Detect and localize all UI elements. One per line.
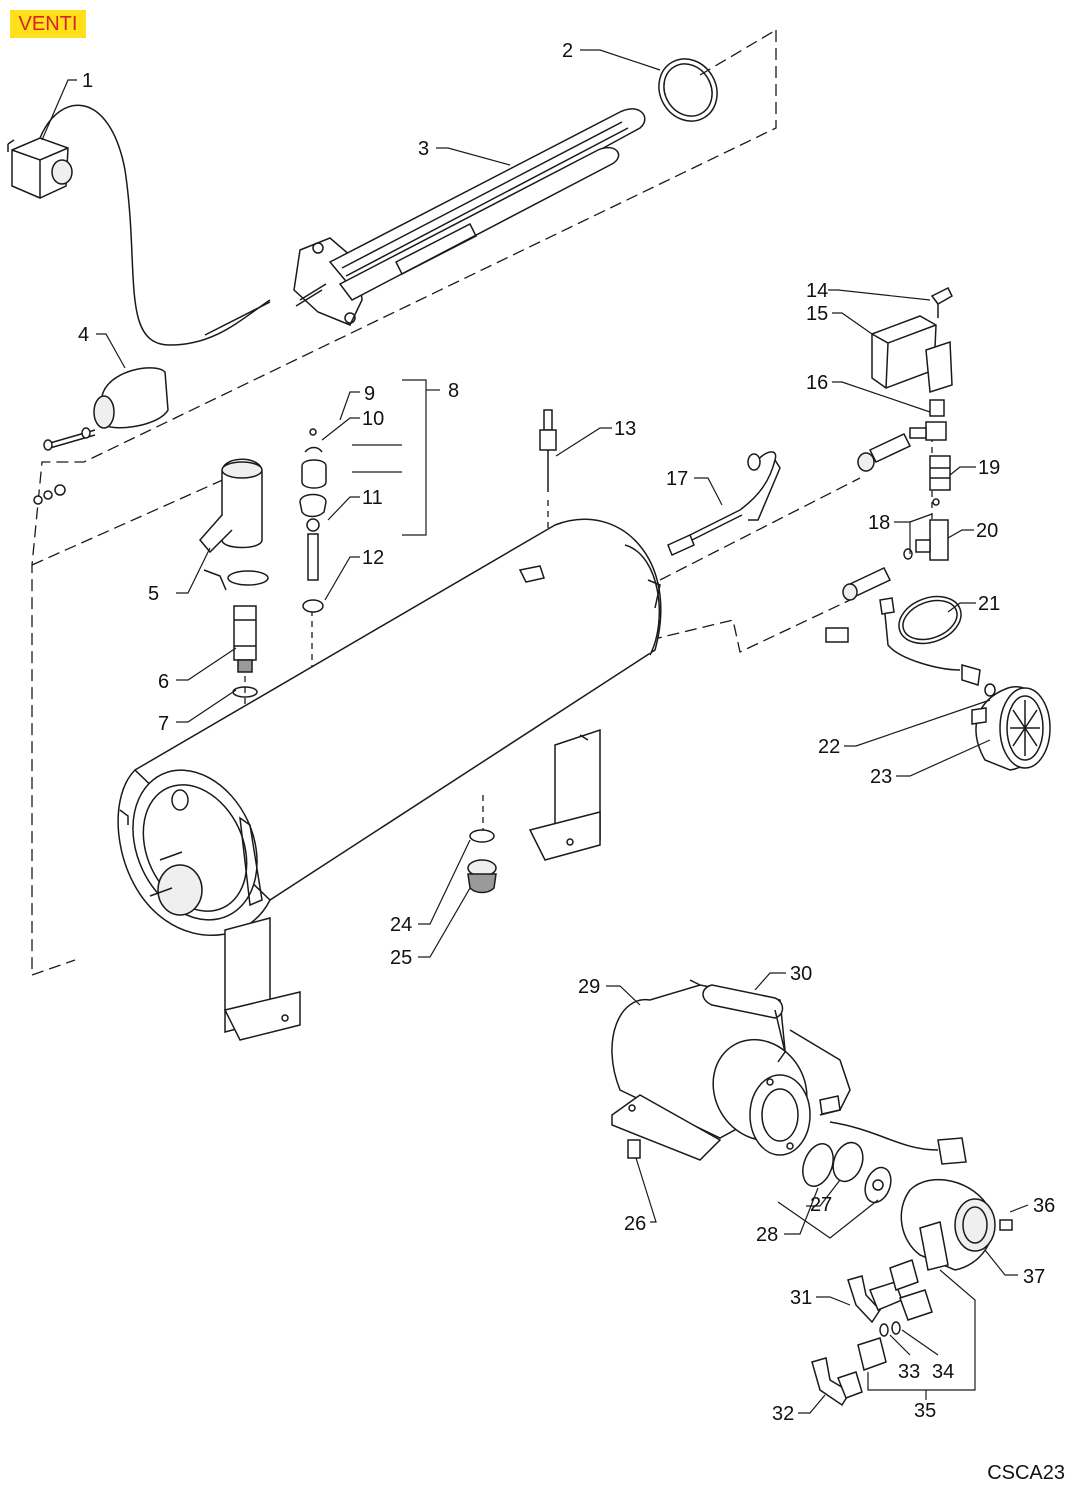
parts-16-20-fittings [842, 421, 951, 601]
parts-36-37-pump-head [900, 1178, 1013, 1271]
callout-10: 10 [362, 408, 384, 430]
part-17-temperature-probe [667, 451, 781, 557]
callout-25: 25 [390, 947, 412, 969]
parts-29-30-pump-motor [611, 979, 967, 1165]
callout-7: 7 [158, 713, 169, 735]
callout-11: 11 [362, 487, 383, 509]
callout-18: 18 [868, 512, 890, 534]
callout-24: 24 [390, 914, 412, 936]
callout-34: 34 [932, 1361, 954, 1383]
parts-31-35-fittings [811, 1259, 933, 1407]
callout-28: 28 [756, 1224, 778, 1246]
callout-3: 3 [418, 138, 429, 160]
callout-1: 1 [82, 70, 93, 92]
part-2-element-gasket [658, 58, 718, 122]
callout-2: 2 [562, 40, 573, 62]
callout-13: 13 [614, 418, 636, 440]
callout-37: 37 [1023, 1266, 1045, 1288]
callout-23: 23 [870, 766, 892, 788]
callout-15: 15 [806, 303, 828, 325]
callout-14: 14 [806, 280, 828, 302]
drawing-code: CSCA23 [987, 1462, 1065, 1484]
callout-5: 5 [148, 583, 159, 605]
part-3-heating-element [293, 108, 646, 326]
callout-8: 8 [448, 380, 459, 402]
callout-6: 6 [158, 671, 169, 693]
parts-14-15-solenoid-valve [871, 286, 953, 417]
callout-27: 27 [810, 1194, 832, 1216]
leader-lines [41, 49, 1029, 1414]
callout-31: 31 [790, 1287, 812, 1309]
part-4-element-cover [33, 367, 169, 505]
brand-badge: VENTI [10, 10, 86, 38]
callout-16: 16 [806, 372, 828, 394]
callout-22: 22 [818, 736, 840, 758]
callout-17: 17 [666, 468, 688, 490]
callout-numbers: 1 2 3 4 5 6 7 8 9 10 11 12 13 14 15 16 1… [78, 40, 1055, 1425]
callout-30: 30 [790, 963, 812, 985]
callout-26: 26 [624, 1213, 646, 1235]
callout-21: 21 [978, 593, 1000, 615]
parts-22-23-pressure-gauge [971, 683, 1051, 771]
part-1-pressure-switch [7, 104, 271, 346]
callout-20: 20 [976, 520, 998, 542]
boiler-tank [117, 518, 662, 1041]
callout-33: 33 [898, 1361, 920, 1383]
part-21-gauge-capillary [825, 595, 981, 686]
callout-9: 9 [364, 383, 375, 405]
callout-35: 35 [914, 1400, 936, 1422]
callout-19: 19 [978, 457, 1000, 479]
callout-36: 36 [1033, 1195, 1055, 1217]
parts-24-25-drain [467, 829, 497, 894]
callout-29: 29 [578, 976, 600, 998]
callout-12: 12 [362, 547, 384, 569]
callout-4: 4 [78, 324, 89, 346]
part-6-valve-fitting [233, 605, 257, 673]
callout-32: 32 [772, 1403, 794, 1425]
part-5-vacuum-valve [199, 458, 269, 591]
parts-27-28-pump-discs [802, 1141, 892, 1204]
